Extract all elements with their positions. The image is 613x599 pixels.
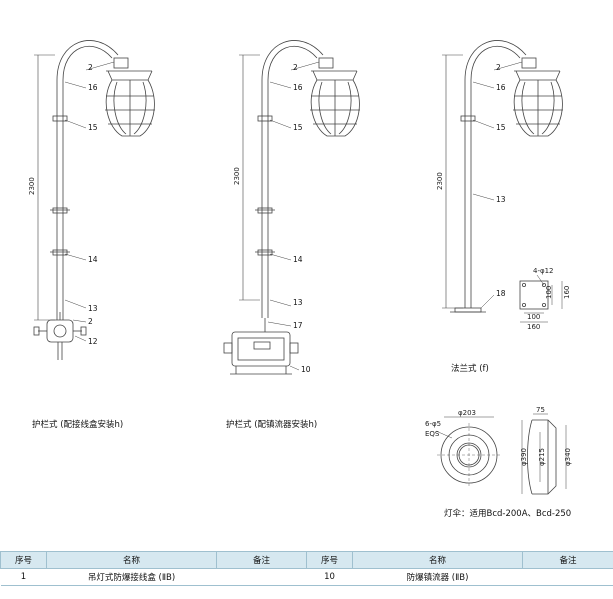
lamp-shade-detail	[435, 413, 567, 495]
callout-label: 13	[88, 304, 98, 313]
shade-diameter-340: φ340	[564, 448, 572, 466]
callout-label: 15	[293, 123, 303, 132]
callout-label: 15	[496, 123, 506, 132]
flange-dimension-100: 100	[527, 313, 540, 321]
table-cell: 10	[306, 568, 353, 586]
shade-eqs-label: EQS	[425, 430, 440, 438]
table-cell: 吊灯式防爆接线盒 (ⅡB)	[46, 568, 217, 586]
flange-dimension-160: 160	[563, 286, 571, 299]
callout-label: 18	[496, 289, 506, 298]
callout-label: 13	[293, 298, 303, 307]
caption-guardrail-box: 护栏式 (配接线盒安装h)	[32, 420, 124, 430]
column-header-no: 序号	[306, 551, 353, 569]
flange-dimension-160: 160	[527, 323, 540, 331]
table-row: 1 吊灯式防爆接线盒 (ⅡB) 10 防爆镇流器 (ⅡB)	[0, 568, 613, 586]
height-dimension: 2300	[28, 177, 36, 195]
shade-diameter-390: φ390	[520, 448, 528, 466]
shade-diameter-215: φ215	[538, 448, 546, 466]
callout-label: 14	[88, 255, 98, 264]
callout-label: 2	[88, 63, 93, 72]
caption-lamp-shade: 灯伞：适用Bcd-200A、Bcd-250	[444, 509, 572, 519]
column-header-remark: 备注	[216, 551, 307, 569]
shade-diameter-203: φ203	[458, 409, 476, 417]
lamp-assembly-guardrail-box	[33, 40, 155, 360]
column-header-name: 名称	[352, 551, 523, 569]
table-cell: 1	[0, 568, 47, 586]
column-header-remark: 备注	[522, 551, 613, 569]
lamp-assembly-guardrail-ballast	[223, 40, 360, 375]
height-dimension: 2300	[233, 167, 241, 185]
callout-label: 2	[88, 317, 93, 326]
flange-plate-detail	[519, 274, 563, 323]
shade-holes-dimension: 6-φ5	[425, 420, 441, 428]
table-header-row: 序号 名称 备注 序号 名称 备注	[0, 551, 613, 569]
callout-label: 16	[496, 83, 506, 92]
flange-holes-dimension: 4-φ12	[533, 267, 554, 275]
parts-table: 序号 名称 备注 序号 名称 备注 1 吊灯式防爆接线盒 (ⅡB) 10 防爆镇…	[0, 551, 613, 586]
callout-label: 16	[293, 83, 303, 92]
callout-label: 17	[293, 321, 303, 330]
callout-label: 13	[496, 195, 506, 204]
technical-drawing: 2300 2300 2300 2 16 15 14 13 2 12 2 16 1…	[28, 40, 572, 495]
table-cell: 防爆镇流器 (ⅡB)	[352, 568, 523, 586]
callout-label: 12	[88, 337, 98, 346]
caption-flange: 法兰式 (f)	[451, 364, 489, 374]
caption-guardrail-ballast: 护栏式 (配镇流器安装h)	[226, 420, 318, 430]
callout-label: 16	[88, 83, 98, 92]
column-header-no: 序号	[0, 551, 47, 569]
shade-depth-75: 75	[536, 406, 545, 414]
callout-label: 2	[293, 63, 298, 72]
flange-dimension-100: 100	[545, 286, 553, 299]
column-header-name: 名称	[46, 551, 217, 569]
lamp-assembly-flange	[442, 40, 563, 313]
callout-label: 2	[496, 63, 501, 72]
callout-label: 15	[88, 123, 98, 132]
callout-label: 10	[301, 365, 311, 374]
table-cell	[216, 568, 307, 586]
callout-label: 14	[293, 255, 303, 264]
table-cell	[522, 568, 613, 586]
height-dimension: 2300	[436, 172, 444, 190]
